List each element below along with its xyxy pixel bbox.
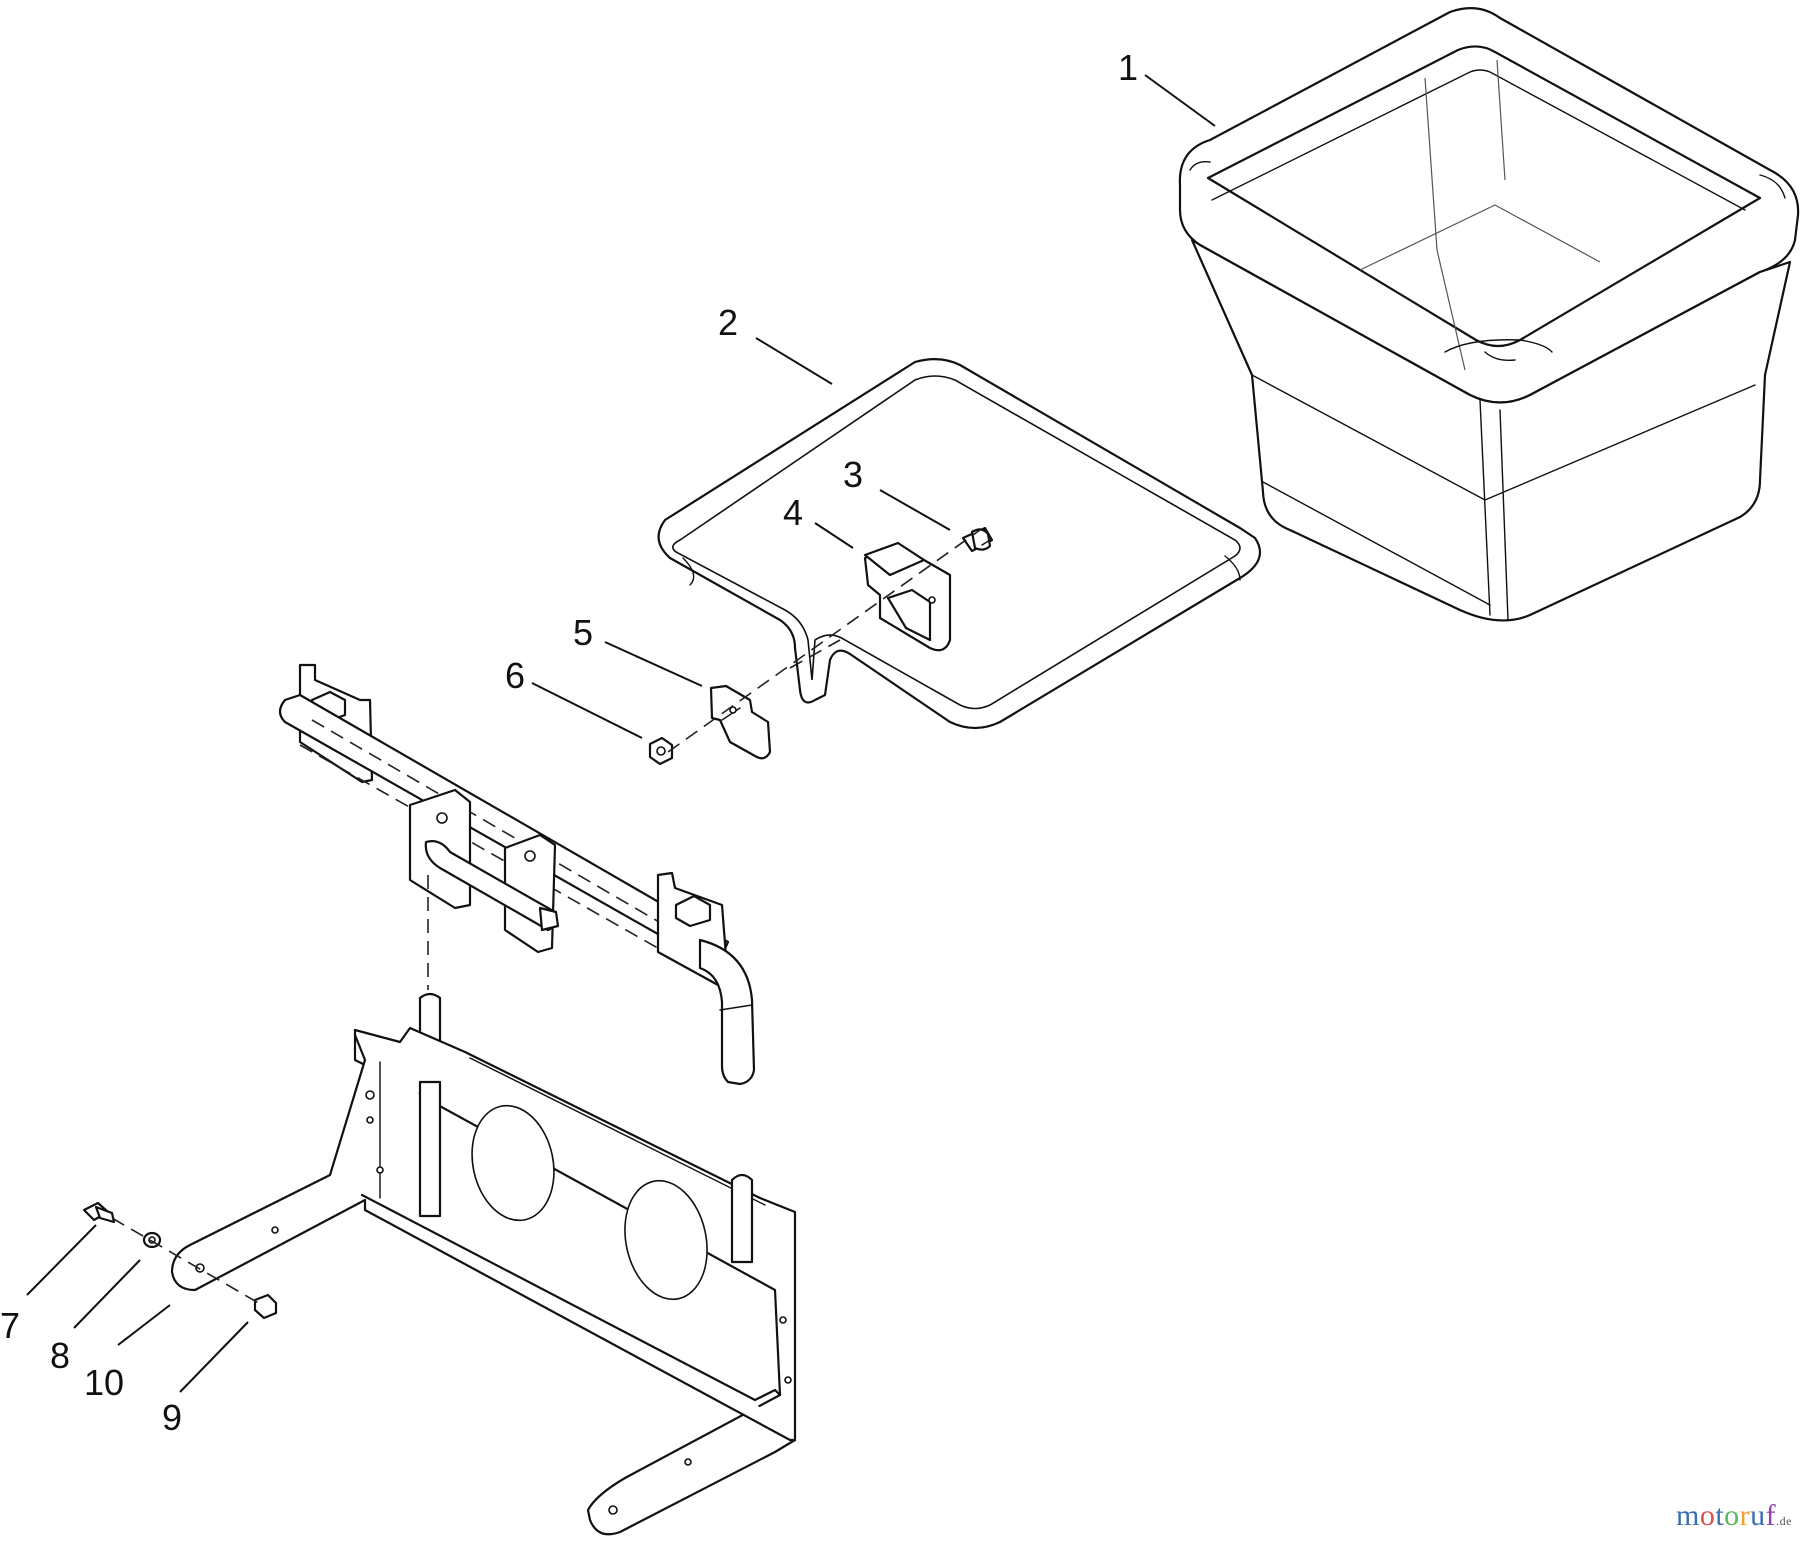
watermark-letters: motoruf [1676,1499,1776,1533]
mount-bar-assembly [278,663,756,1086]
callout-4: 4 [783,492,803,533]
nut-part-9 [253,1293,278,1320]
leader-lines [26,74,1216,1393]
callout-5: 5 [573,612,593,653]
callout-8: 8 [50,1335,70,1376]
callout-3: 3 [843,454,863,495]
alignment-line [111,1217,263,1306]
latch-bracket-part-4 [863,541,952,652]
alignment-line [667,529,981,753]
watermark-tld: .de [1776,1514,1792,1528]
watermark-letter: m [1675,1499,1700,1532]
latch-clip-part-5 [709,684,772,760]
bolt-part-7 [82,1201,116,1224]
watermark-letter: o [1699,1499,1716,1532]
watermark-letter: f [1765,1499,1777,1532]
callouts: 1 2 3 4 5 6 7 8 10 9 [0,47,1138,1438]
watermark-letter: t [1715,1499,1725,1532]
nut-part-6 [648,736,674,766]
watermark-logo: motoruf.de [1676,1499,1792,1533]
bail-frame [657,358,1262,730]
callout-10: 10 [84,1362,124,1403]
alignment-line [789,639,841,669]
callout-2: 2 [718,302,738,343]
callout-6: 6 [505,655,525,696]
hopper-bin [1178,7,1800,622]
callout-7: 7 [0,1305,20,1346]
watermark-letter: u [1750,1499,1766,1532]
watermark-letter: o [1724,1499,1740,1532]
base-bracket [170,992,797,1536]
callout-1: 1 [1118,47,1138,88]
callout-9: 9 [162,1397,182,1438]
watermark-letter: r [1739,1499,1751,1532]
